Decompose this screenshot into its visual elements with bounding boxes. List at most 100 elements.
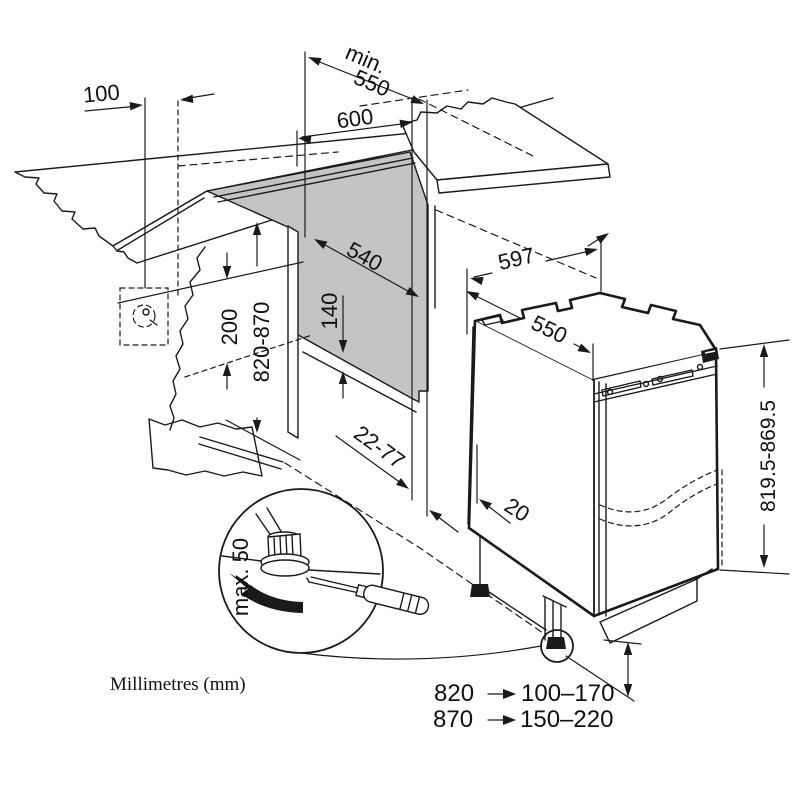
table-row2-niche: 870 <box>433 706 473 733</box>
socket-circle <box>132 304 156 328</box>
dim-shaft <box>301 122 410 138</box>
bracket-slot-2 <box>651 369 694 386</box>
dim-height-label: 819.5-869.5 <box>757 400 780 512</box>
dim-597-label: 597 <box>496 242 537 275</box>
proj-top-dashed <box>418 98 538 159</box>
grip-line <box>407 595 413 612</box>
right-countertop <box>401 97 611 194</box>
screwdriver <box>306 576 430 615</box>
rear-foot <box>470 584 490 597</box>
right-arrow-icon <box>503 715 516 725</box>
panel-top-rail-1 <box>213 157 414 198</box>
arrowhead-icon <box>470 276 484 286</box>
appliance-door-face <box>594 352 718 616</box>
right-counter-front-face <box>436 163 611 194</box>
arrowhead-icon <box>252 222 262 235</box>
plinth-slat-top <box>542 595 567 608</box>
bracket-line-1 <box>593 365 718 395</box>
arrowhead-icon <box>623 642 633 655</box>
bracket-screw-3 <box>696 363 704 371</box>
arrowhead-icon <box>429 510 442 522</box>
foot-extension-line <box>565 655 635 702</box>
blade-tip <box>306 577 310 583</box>
base-under-door <box>599 578 698 644</box>
blade-edge-1 <box>310 576 367 591</box>
foot-detail-callout <box>218 488 542 660</box>
niche <box>206 151 436 439</box>
appliance-base <box>470 536 713 649</box>
foot-top-tick <box>603 639 642 645</box>
arrowhead-icon <box>338 371 348 384</box>
ext-height-top <box>719 339 790 350</box>
appliance-top-face <box>475 293 716 380</box>
blade-edge-2 <box>308 581 365 595</box>
grip-line <box>399 593 405 610</box>
appliance-back-edge-right <box>598 291 718 352</box>
dim-min550-label: 550 <box>350 64 394 101</box>
foot-rib <box>291 535 294 558</box>
socket-outline <box>117 261 313 461</box>
proj-arrowhead-icon <box>595 233 609 244</box>
floor-edge-2 <box>198 443 282 470</box>
counter-hidden-edge <box>177 151 339 167</box>
table-row1-range: 100–170 <box>521 680 614 707</box>
hinge-slit <box>704 350 716 354</box>
dim-shaft <box>469 292 521 319</box>
foot-callout-circle <box>540 629 574 663</box>
table-row2-range: 150–220 <box>520 706 613 733</box>
appliance-left-face <box>469 321 594 616</box>
table-row1-niche: 820 <box>434 680 474 707</box>
arrowhead-icon <box>396 477 409 489</box>
base-bottom-left <box>488 591 547 631</box>
arrowhead-icon <box>577 343 591 353</box>
bracket-screw-1 <box>642 380 650 388</box>
arrowhead-icon <box>584 247 598 257</box>
base-right-corner <box>696 568 713 580</box>
callout-leader-curve <box>300 645 542 660</box>
arrowhead-icon <box>180 94 194 104</box>
niche-floor-tick <box>225 419 301 461</box>
dim-shaft <box>317 240 416 296</box>
dim-600-label: 600 <box>335 104 375 134</box>
arrowhead-icon <box>298 135 312 144</box>
top-mounting-bracket <box>593 347 719 403</box>
floor-edge-1 <box>199 436 284 463</box>
dim-shaft <box>473 272 493 278</box>
dim-shaft <box>311 58 421 103</box>
dim-shaft <box>84 105 140 112</box>
dimension-lines <box>84 57 769 568</box>
projection-lines <box>418 98 609 279</box>
arrowhead-icon <box>759 555 769 568</box>
panel-front-edge <box>287 225 299 439</box>
front-foot <box>546 637 566 649</box>
top-vent-slot <box>481 315 504 326</box>
left-cabinet-wall <box>148 246 544 634</box>
socket-ref-line <box>117 261 304 304</box>
ext-height-bottom <box>719 569 790 575</box>
arrowhead-icon <box>314 239 328 249</box>
arrowhead-icon <box>129 101 143 111</box>
rotate-arrow-icon <box>229 573 303 613</box>
counter-edge-highlight <box>117 197 205 251</box>
tear-curve-1 <box>599 469 718 513</box>
bracket-line-2 <box>593 373 718 403</box>
foot-location <box>540 629 642 702</box>
bracket-slot-1 <box>601 380 642 397</box>
arrowhead-icon <box>399 119 413 128</box>
dim-140-label: 140 <box>317 293 342 330</box>
adjustment-table: 820 100–170 870 150–220 <box>433 680 614 733</box>
left-inner-edge <box>467 326 474 525</box>
arrowhead-icon <box>308 57 322 66</box>
bracket-screw-2 <box>656 375 664 383</box>
niche-side-panel <box>206 151 429 403</box>
unit-note: Millimetres (mm) <box>110 674 246 695</box>
floor-line-right <box>308 569 381 575</box>
arrowhead-icon <box>479 499 492 511</box>
dim-max50-label: max. 50 <box>228 538 253 616</box>
panel-top-rail-2 <box>217 162 416 203</box>
socket-tick <box>149 319 158 326</box>
proj-niche-to-appliance <box>435 209 597 279</box>
adjustable-foot <box>221 507 381 577</box>
door-panel-tear <box>599 469 723 567</box>
